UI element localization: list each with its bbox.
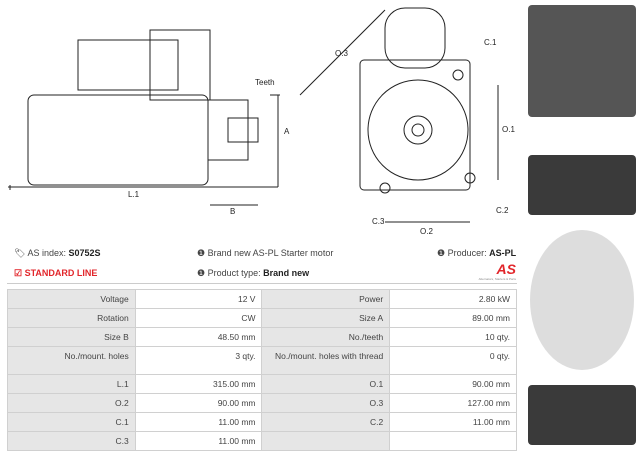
spec-value: 12 V [134, 289, 263, 309]
spec-label: Rotation [7, 308, 136, 328]
spec-label: O.1 [261, 374, 391, 394]
spec-value: 48.50 mm [134, 327, 263, 347]
solenoid [77, 39, 179, 91]
product-type: ❶ Product type: Brand new [197, 268, 310, 278]
label-l1: L.1 [128, 190, 140, 199]
spec-label: No./mount. holes [7, 346, 136, 375]
spec-value: 3 qty. [134, 346, 263, 375]
label-o2: O.2 [420, 227, 433, 236]
product-photo-side[interactable] [528, 155, 636, 215]
motor-body [27, 94, 209, 186]
spec-label: O.2 [7, 393, 136, 413]
spec-label: C.3 [7, 431, 136, 451]
label-c3: C.3 [372, 217, 385, 226]
label-b: B [230, 207, 235, 216]
spec-label [261, 431, 391, 451]
product-photo-front[interactable] [528, 5, 636, 117]
standard-line-badge: ☑ STANDARD LINE [14, 268, 98, 278]
spec-value: 11.00 mm [389, 412, 517, 432]
spec-value: 315.00 mm [134, 374, 263, 394]
spec-label: Size A [261, 308, 391, 328]
spec-label: C.2 [261, 412, 391, 432]
flange [359, 59, 471, 191]
spec-value: 11.00 mm [134, 431, 263, 451]
label-c1: C.1 [484, 38, 497, 47]
checkbox-icon: ☑ [14, 268, 23, 278]
spec-label: Size B [7, 327, 136, 347]
spec-value [389, 431, 517, 451]
spec-value: 2.80 kW [389, 289, 517, 309]
spec-label: Power [261, 289, 391, 309]
as-index: 🏷 AS index: S0752S [14, 248, 101, 258]
spec-label: L.1 [7, 374, 136, 394]
label-o3: O.3 [335, 49, 348, 58]
tag-icon: 🏷 [14, 248, 26, 258]
spec-value: 90.00 mm [134, 393, 263, 413]
label-teeth: Teeth [255, 78, 275, 87]
description: ❶ Brand new AS-PL Starter motor [197, 248, 334, 258]
producer: ❶ Producer: AS-PL [437, 248, 517, 258]
technical-drawing: Teeth A B L.1 O.1 O.2 O.3 C.1 C.2 C.3 [8, 7, 515, 236]
spec-value: 11.00 mm [134, 412, 263, 432]
spec-label: Voltage [7, 289, 136, 309]
spec-label: C.1 [7, 412, 136, 432]
spec-value: 89.00 mm [389, 308, 517, 328]
info-icon: ❶ [197, 268, 206, 278]
spec-value: 90.00 mm [389, 374, 517, 394]
spec-label: O.3 [261, 393, 391, 413]
spec-value: CW [134, 308, 263, 328]
as-pl-logo: AS Alternators, Starters & Parts [478, 261, 516, 281]
spec-value: 0 qty. [389, 346, 517, 375]
label-o1: O.1 [502, 125, 515, 134]
info-icon: ❶ [197, 248, 206, 258]
product-photo-flange[interactable] [530, 230, 634, 370]
spec-value: 10 qty. [389, 327, 517, 347]
product-photo-side-2[interactable] [528, 385, 636, 445]
label-c2: C.2 [496, 206, 509, 215]
spec-label: No./mount. holes with thread [261, 346, 391, 375]
divider [7, 283, 517, 284]
label-a: A [284, 127, 290, 136]
spec-label: No./teeth [261, 327, 391, 347]
info-icon: ❶ [437, 248, 446, 258]
spec-value: 127.00 mm [389, 393, 517, 413]
